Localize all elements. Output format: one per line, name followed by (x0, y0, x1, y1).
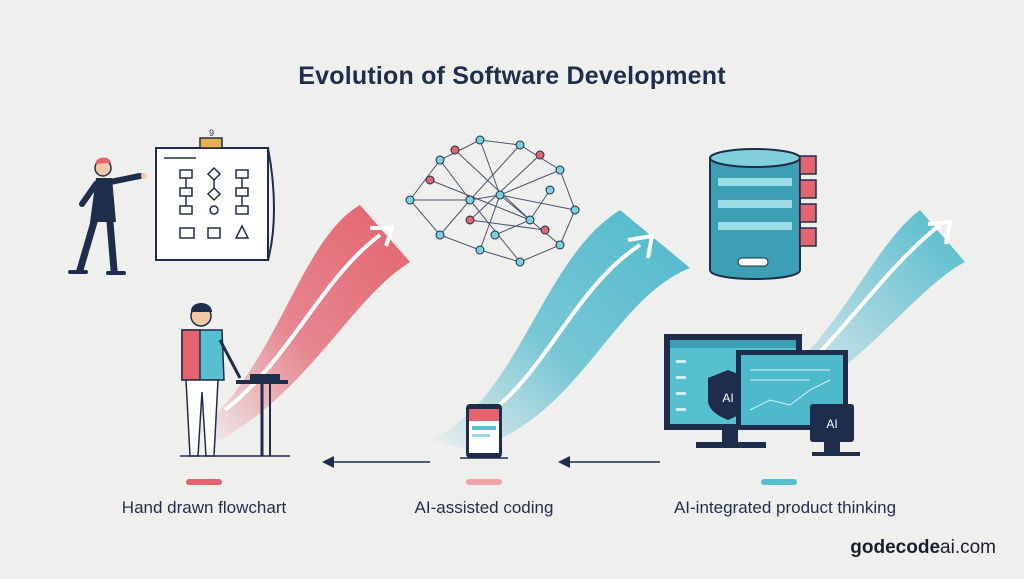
monitor-ai-badge: AI (722, 391, 733, 405)
stage-marker-1 (186, 479, 222, 485)
stage-marker-3 (761, 479, 797, 485)
stage-label-ai-assisted: AI-assisted coding (414, 498, 554, 517)
server-icon (709, 148, 817, 280)
tablet-ai-badge: AI (826, 417, 837, 431)
progression-arrow-2 (558, 456, 660, 468)
pointing-person-icon (68, 157, 147, 275)
stage-marker-2 (466, 479, 502, 485)
smartphone-icon (460, 404, 508, 459)
swoosh-arrow-teal-2 (800, 210, 965, 370)
progression-arrow-1 (322, 456, 430, 468)
stage-markers (186, 479, 797, 485)
person-at-desk-icon (180, 303, 290, 457)
flowchart-board-icon: 9 (155, 128, 275, 261)
brand-strong: godecode (850, 537, 941, 558)
svg-text:9: 9 (209, 128, 214, 138)
stage-label-hand-drawn: Hand drawn flowchart (121, 498, 287, 517)
neural-network-icon (405, 135, 580, 267)
brand-rest: ai.com (940, 537, 996, 558)
tablet-ai-icon: AI (810, 404, 860, 456)
diagram-title: Evolution of Software Development (298, 62, 726, 90)
brand-watermark: godecodeai.com (850, 537, 996, 559)
stage-label-ai-integrated: AI-integrated product thinking (673, 498, 897, 517)
